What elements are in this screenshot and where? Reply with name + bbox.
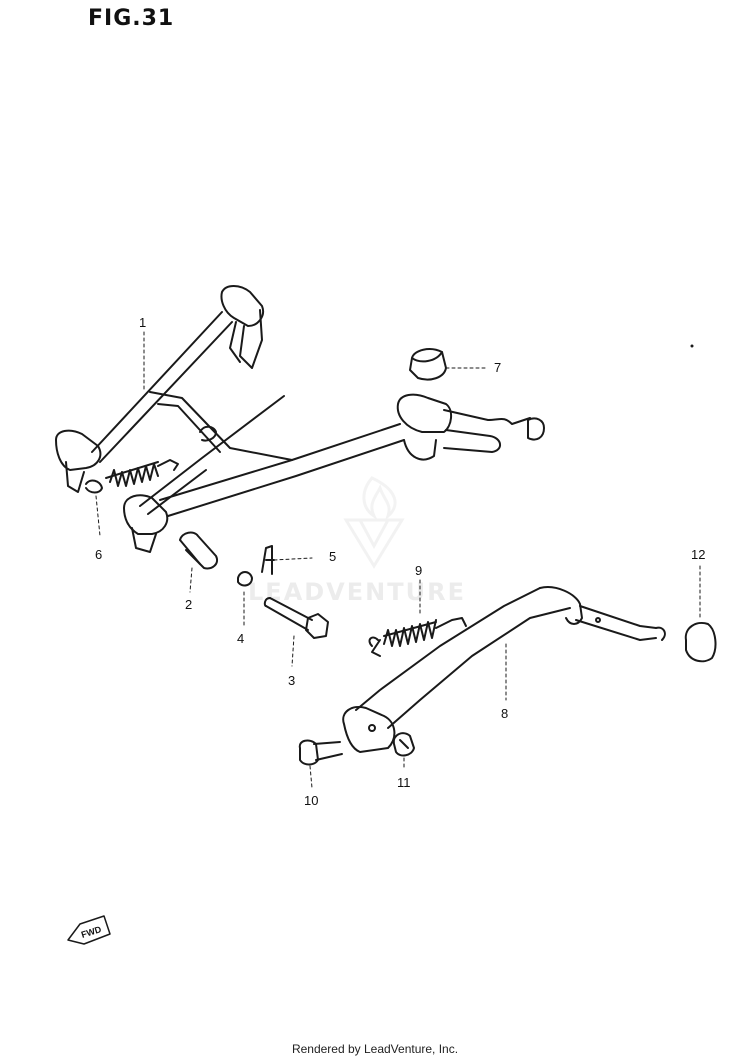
callout-10: 10	[304, 793, 319, 808]
side-stand-rubber	[684, 622, 717, 663]
callout-6: 6	[95, 547, 103, 562]
footer-credit: Rendered by LeadVenture, Inc.	[291, 1042, 459, 1056]
bushing	[179, 531, 218, 570]
callout-5: 5	[329, 549, 337, 564]
callout-9: 9	[415, 563, 423, 578]
center-stand	[55, 285, 545, 553]
callout-11: 11	[397, 775, 411, 790]
callout-4: 4	[237, 631, 245, 646]
side-stand-spring	[368, 617, 467, 657]
stopper-rubber	[409, 348, 447, 381]
figure-title: FIG.31	[88, 6, 175, 31]
callout-2: 2	[185, 597, 193, 612]
callout-3: 3	[288, 673, 296, 688]
stand-spring	[85, 459, 179, 494]
callout-8: 8	[501, 706, 509, 721]
callout-1: 1	[139, 315, 147, 330]
pin	[261, 545, 275, 575]
callout-7: 7	[494, 360, 502, 375]
leader-lines	[95, 331, 701, 789]
side-stand	[342, 586, 666, 753]
watermark-text: LEADVENTURE	[248, 578, 466, 606]
callout-12: 12	[691, 547, 706, 562]
pivot-bolt	[298, 739, 343, 766]
bolt	[263, 597, 329, 639]
washer	[237, 571, 253, 587]
nut	[392, 732, 415, 757]
fwd-arrow-icon	[67, 915, 111, 945]
